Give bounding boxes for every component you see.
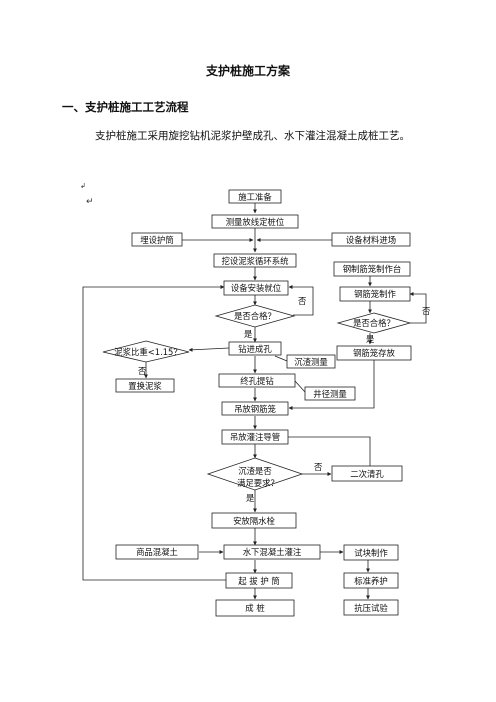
svg-text:安放隔水栓: 安放隔水栓 (233, 516, 275, 526)
node-final-hole: 终孔提钻 (218, 373, 296, 388)
svg-text:沉渣测量: 沉渣测量 (294, 357, 328, 367)
svg-text:成 桩: 成 桩 (245, 603, 265, 613)
node-second-clean: 二次清孔 (331, 465, 403, 482)
node-concrete: 商品混凝土 (115, 544, 199, 560)
node-equipment: 设备材料进场 (331, 232, 411, 247)
svg-text:钻进成孔: 钻进成孔 (238, 344, 272, 354)
diamond-qualified: 是否合格？ (214, 304, 296, 328)
svg-text:设备材料进场: 设备材料进场 (346, 235, 396, 245)
document-title: 支护桩施工方案 (205, 64, 290, 78)
svg-text:是否合格？: 是否合格？ (234, 311, 276, 321)
node-mud-system: 挖设泥浆循环系统 (213, 253, 297, 268)
node-cage-make: 钢筋笼制作 (339, 286, 411, 302)
node-depth-measure: 井径测量 (304, 386, 356, 401)
svg-text:泥浆比重<1.15？: 泥浆比重<1.15？ (114, 347, 182, 357)
node-lower-cage: 吊放钢筋笼 (221, 401, 289, 416)
node-survey: 测量放线定桩位 (211, 214, 299, 229)
label-yes: 是 (246, 493, 255, 503)
svg-text:满足要求？: 满足要求？ (237, 478, 279, 488)
label-no: 否 (314, 462, 323, 472)
svg-text:是否合格？: 是否合格？ (353, 318, 395, 328)
svg-text:商品混凝土: 商品混凝土 (136, 547, 178, 557)
svg-text:施工准备: 施工准备 (238, 192, 272, 202)
node-drilling: 钻进成孔 (228, 341, 282, 356)
svg-text:设备安装就位: 设备安装就位 (231, 283, 281, 293)
svg-text:起 拔 护 筒: 起 拔 护 筒 (238, 576, 280, 586)
svg-text:埋设护筒: 埋设护筒 (140, 235, 174, 245)
node-casing: 埋设护筒 (131, 232, 183, 247)
svg-text:试块制作: 试块制作 (354, 548, 388, 558)
node-water-plug: 安放隔水栓 (211, 512, 297, 529)
svg-text:沉渣是否: 沉渣是否 (238, 466, 272, 476)
diamond-cage-qualified: 是否合格？ (336, 312, 412, 334)
svg-text:吊放钢筋笼: 吊放钢筋笼 (234, 404, 276, 414)
svg-text:水下混凝土灌注: 水下混凝土灌注 (243, 547, 302, 557)
label-yes: 是 (366, 334, 375, 344)
node-underwater-pour: 水下混凝土灌注 (223, 544, 321, 560)
node-lower-tremie: 吊放灌注导管 (221, 429, 289, 445)
intro-paragraph: 支护桩施工采用旋挖钻机泥浆护壁成孔、水下灌注混凝土成桩工艺。 (95, 130, 410, 142)
svg-text:终孔提钻: 终孔提钻 (240, 376, 274, 386)
label-no: 否 (298, 296, 307, 306)
paragraph-mark: ↲ (80, 182, 86, 190)
svg-text:二次清孔: 二次清孔 (350, 469, 384, 479)
svg-text:置换泥浆: 置换泥浆 (128, 381, 162, 391)
svg-text:标准养护: 标准养护 (354, 576, 388, 586)
flowchart-edges (82, 201, 427, 600)
node-prepare: 施工准备 (228, 189, 282, 204)
svg-text:井径测量: 井径测量 (313, 389, 347, 399)
svg-text:钢筋笼制作: 钢筋笼制作 (354, 289, 396, 299)
svg-text:抗压试验: 抗压试验 (354, 603, 388, 613)
label-no: 否 (138, 366, 147, 376)
node-cage-store: 钢筋笼存放 (336, 345, 412, 361)
svg-text:测量放线定桩位: 测量放线定桩位 (226, 217, 285, 227)
svg-text:钢筋笼存放: 钢筋笼存放 (353, 348, 395, 358)
node-pull-casing: 起 拔 护 筒 (225, 572, 293, 589)
label-no: 否 (422, 306, 431, 316)
diamond-sediment: 沉渣是否 满足要求？ (206, 457, 304, 491)
svg-text:吊放灌注导管: 吊放灌注导管 (230, 432, 280, 442)
node-standard-cure: 标准养护 (343, 572, 399, 589)
section-heading: 一、支护桩施工工艺流程 (62, 100, 189, 114)
node-specimen: 试块制作 (343, 544, 399, 561)
node-rebar-yard: 钢制筋笼制作台 (333, 261, 411, 277)
node-rig-position: 设备安装就位 (223, 280, 289, 296)
svg-text:挖设泥浆循环系统: 挖设泥浆循环系统 (222, 256, 290, 266)
node-compress-test: 抗压试验 (343, 599, 399, 616)
node-sediment-measure: 沉渣测量 (286, 354, 336, 369)
svg-text:钢制筋笼制作台: 钢制筋笼制作台 (343, 264, 402, 274)
label-yes: 是 (244, 329, 253, 339)
paragraph-mark: ↵ (86, 197, 94, 207)
diamond-mud-ratio: 泥浆比重<1.15？ (102, 340, 190, 363)
node-pile-done: 成 桩 (215, 599, 295, 617)
node-replace-mud: 置换泥浆 (115, 378, 175, 393)
